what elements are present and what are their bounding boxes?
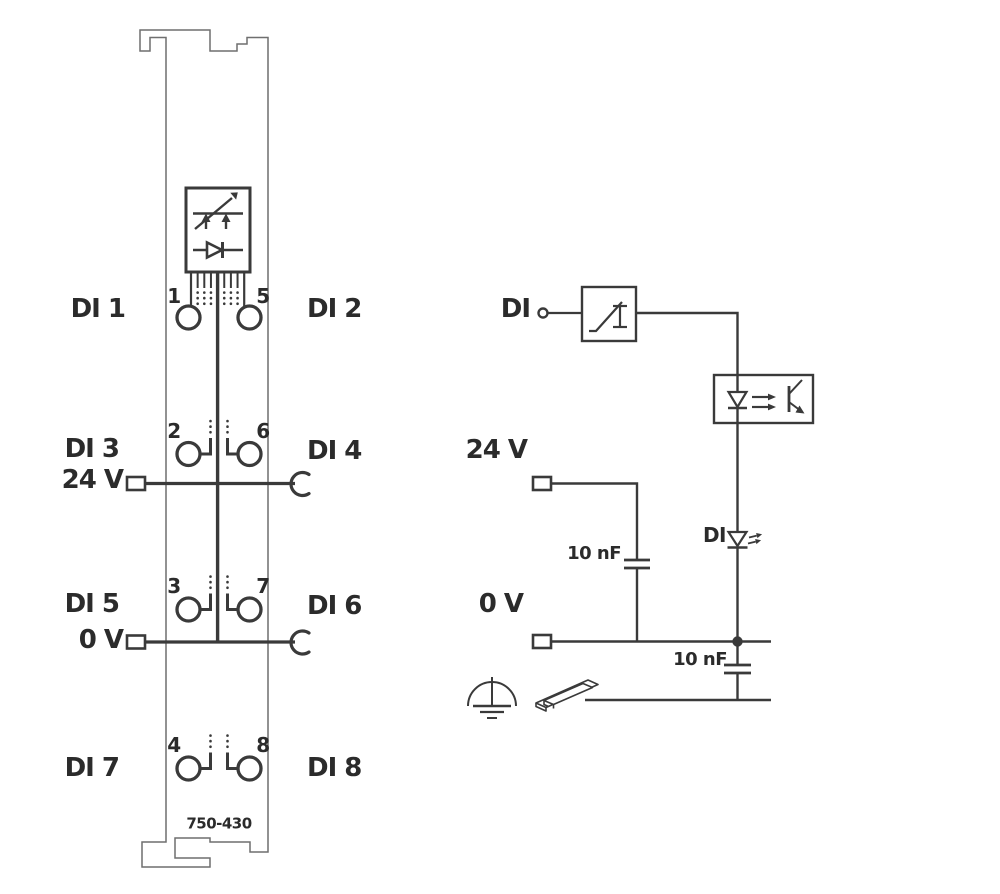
supply-branch <box>531 475 650 642</box>
capacitor-icon <box>724 663 751 675</box>
module-label-di2: DI 2 <box>307 294 362 324</box>
input-filter-icon <box>580 285 638 343</box>
conductor-comb <box>196 272 239 306</box>
power-plug-icon <box>125 475 147 492</box>
phototransistor <box>787 379 805 414</box>
earth-ground-icon <box>467 677 517 719</box>
contact-number-7: 7 <box>256 574 270 598</box>
contact-number-2: 2 <box>167 419 181 443</box>
contact-number-6: 6 <box>256 419 270 443</box>
contact-number-1: 1 <box>167 284 181 308</box>
input-terminal <box>537 307 549 319</box>
capacitor-icon <box>624 558 650 570</box>
ground-branch <box>585 641 771 702</box>
schematic-cap-bottom-label: 10 nF <box>673 649 727 670</box>
contact-number-4: 4 <box>167 733 181 757</box>
contact-number-8: 8 <box>256 733 270 757</box>
part-number: 750-430 <box>186 814 252 833</box>
channel-schematic <box>467 285 815 719</box>
led-icon <box>726 530 763 549</box>
module-body-outline <box>139 29 269 868</box>
optocoupler-icon <box>712 373 815 425</box>
power-plug-icon <box>125 634 147 650</box>
module-wiring <box>125 186 311 782</box>
power-plug-icon <box>531 475 553 492</box>
contact-row-1 <box>175 304 263 331</box>
module-label-di8: DI 8 <box>307 753 362 783</box>
diode-icon <box>193 240 243 260</box>
zero-volt-line <box>125 629 311 656</box>
contact-row-3 <box>175 575 263 623</box>
schematic-0v-label: 0 V <box>478 589 524 619</box>
schematic-cap-top-label: 10 nF <box>567 543 621 564</box>
zero-volt-branch <box>531 633 771 650</box>
schematic-24v-label: 24 V <box>465 435 528 465</box>
contact-row-2 <box>175 419 263 468</box>
light-arrows <box>752 393 776 411</box>
contact-row-4 <box>175 734 263 782</box>
module-label-di7: DI 7 <box>64 753 120 783</box>
module-label-24v: 24 V <box>61 465 124 495</box>
module-label-di1: DI 1 <box>70 294 126 324</box>
schematic-input-label: DI <box>500 294 531 324</box>
power-plug-icon <box>531 633 553 650</box>
module-label-di6: DI 6 <box>307 591 362 621</box>
contact-number-3: 3 <box>167 574 181 598</box>
module-label-0v: 0 V <box>78 625 124 655</box>
module-label-di4: DI 4 <box>307 436 362 466</box>
module-label-di3: DI 3 <box>64 434 120 464</box>
contact-number-5: 5 <box>256 284 270 308</box>
schematic-led-label: DI <box>702 523 727 547</box>
din-rail-icon <box>535 679 599 712</box>
socket-hook-icon <box>289 629 311 656</box>
socket-hook-icon <box>289 470 311 498</box>
supply-24v-line <box>125 470 311 498</box>
module-label-di5: DI 5 <box>64 589 120 619</box>
